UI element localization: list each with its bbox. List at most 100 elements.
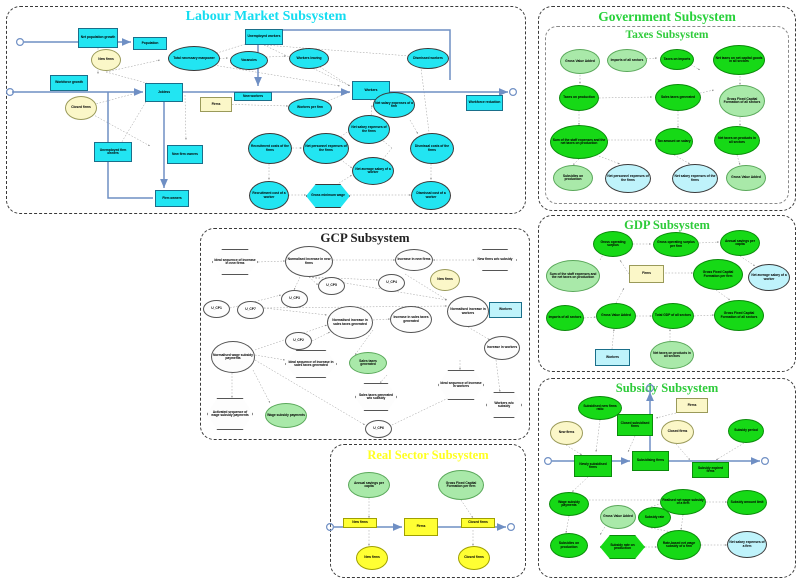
node-subsidy-16[interactable]: Rate-based net wage subsidy of a firm xyxy=(657,530,701,560)
node-taxes-12[interactable]: Net salary expenses of the firms xyxy=(672,164,718,193)
node-gcp-16[interactable]: Normalised wage subsidy payments xyxy=(211,341,255,373)
node-gdp-5[interactable]: Gross Fixed Capital Formation per firm xyxy=(693,259,743,290)
node-gcp-8[interactable]: Normalised increase in workers xyxy=(447,296,489,327)
node-gcp-5[interactable]: New firms xyxy=(430,269,460,291)
node-labour-4[interactable]: Total necessary manpower xyxy=(168,46,220,71)
node-real_sector-0[interactable]: Annual savings per capita xyxy=(348,472,390,498)
node-gcp-12[interactable]: Normalised increase in sales taxes gener… xyxy=(327,306,373,339)
node-labour-5[interactable]: Vacancies xyxy=(230,51,268,70)
node-gdp-11[interactable]: Workers xyxy=(595,349,630,366)
node-labour-18[interactable]: Unemployed firm owners xyxy=(94,142,132,162)
node-taxes-8[interactable]: Tax amount on salary xyxy=(655,128,693,155)
node-gcp-4[interactable]: U_CP4 xyxy=(378,274,405,292)
node-labour-9[interactable]: Jobless xyxy=(145,83,183,102)
node-labour-22[interactable]: Dismissal costs of the firms xyxy=(410,133,454,164)
node-gcp-7[interactable]: U_CP3 xyxy=(281,290,308,308)
node-subsidy-12[interactable]: Gross Value Added xyxy=(600,505,636,529)
node-gcp-18[interactable]: Sales taxes generated xyxy=(349,352,387,374)
node-real_sector-6[interactable]: Closed firms xyxy=(458,546,490,570)
node-labour-3[interactable]: New firms xyxy=(91,49,121,71)
node-real_sector-2[interactable]: New firms xyxy=(343,518,377,528)
node-labour-6[interactable]: Workers leaving xyxy=(289,48,329,69)
node-subsidy-14[interactable]: Subsidies on production xyxy=(550,533,588,558)
node-labour-15[interactable]: Workers per firm xyxy=(288,98,332,118)
node-labour-2[interactable]: Unemployed workers xyxy=(245,29,283,45)
node-subsidy-3[interactable]: Closed subsidised firms xyxy=(617,414,653,436)
node-labour-11[interactable]: New workers xyxy=(234,92,272,101)
node-subsidy-6[interactable]: Newly subsidised firms xyxy=(574,455,612,477)
node-gdp-8[interactable]: Gross Value Added xyxy=(596,303,636,329)
node-gcp-2[interactable]: Increase in new firms xyxy=(395,249,433,271)
node-labour-14[interactable]: Firms xyxy=(200,97,232,112)
node-gcp-1[interactable]: Normalised increase in new firms xyxy=(285,246,333,277)
node-labour-13[interactable]: Closed firms xyxy=(65,96,97,120)
node-subsidy-4[interactable]: Closed firms xyxy=(661,420,694,444)
node-gcp-21[interactable]: Activated sequence of wage subsidy payme… xyxy=(207,398,253,430)
node-gcp-17[interactable]: Ideal sequence of increase in sales taxe… xyxy=(285,350,337,378)
node-labour-12[interactable]: Workforce reduction xyxy=(466,95,503,111)
node-taxes-10[interactable]: Subsidies on production xyxy=(553,165,593,191)
node-gcp-11[interactable]: Workers xyxy=(489,302,522,318)
node-gcp-15[interactable]: Increase in workers xyxy=(484,336,520,360)
node-taxes-7[interactable]: Sum of the staff expenses and the net ta… xyxy=(550,125,608,159)
node-gcp-20[interactable]: Sales taxes generated w/o subsidy xyxy=(355,383,397,411)
node-labour-16[interactable]: Net salary expenses of a firm xyxy=(373,92,415,118)
node-labour-7[interactable]: Dismissed workers xyxy=(407,48,449,69)
node-taxes-9[interactable]: Net taxes on products in all sectors xyxy=(714,126,760,155)
node-taxes-1[interactable]: Imports of all sectors xyxy=(607,49,647,72)
node-real_sector-5[interactable]: New firms xyxy=(356,546,388,570)
node-gdp-6[interactable]: Net average salary of a worker xyxy=(748,264,790,291)
node-real_sector-4[interactable]: Closed firms xyxy=(461,518,495,528)
node-subsidy-1[interactable]: Firms xyxy=(676,398,708,413)
node-gcp-24[interactable]: U_CP6 xyxy=(365,420,392,438)
node-taxes-0[interactable]: Gross Value Added xyxy=(560,49,600,74)
node-labour-24[interactable]: Firm owners xyxy=(155,190,189,207)
node-subsidy-8[interactable]: Subsidy expired firms xyxy=(692,462,729,478)
node-gcp-13[interactable]: Increase in sales taxes generated xyxy=(390,306,432,333)
node-gdp-12[interactable]: Net taxes on products in all sectors xyxy=(650,341,694,369)
node-gcp-10[interactable]: U_CP7 xyxy=(237,301,264,319)
node-labour-8[interactable]: Workforce growth xyxy=(50,75,88,91)
node-labour-27[interactable]: Dismissal cost of a worker xyxy=(411,181,451,210)
node-gcp-22[interactable]: Wage subsidy payments xyxy=(265,403,307,428)
node-gcp-6[interactable]: U_CP5 xyxy=(318,277,345,295)
node-taxes-3[interactable]: Net taxes on net capital goods in all se… xyxy=(713,45,765,75)
node-labour-25[interactable]: Recruitment cost of a worker xyxy=(249,181,289,210)
node-labour-20[interactable]: Recruitment costs of the firms xyxy=(248,133,292,164)
node-labour-0[interactable]: Net population growth xyxy=(78,28,118,48)
node-gdp-7[interactable]: Imports of all sectors xyxy=(546,305,584,331)
node-labour-1[interactable]: Population xyxy=(133,37,167,50)
node-taxes-4[interactable]: Taxes on production xyxy=(559,85,599,111)
node-gcp-9[interactable]: U_CP1 xyxy=(203,300,230,318)
node-labour-23[interactable]: Net average salary of a worker xyxy=(352,157,394,185)
node-gdp-2[interactable]: Annual savings per capita xyxy=(720,230,760,256)
node-subsidy-0[interactable]: Subsidised new firms ratio xyxy=(578,396,622,420)
node-gcp-23[interactable]: Workers w/o subsidy xyxy=(486,392,522,418)
node-labour-26[interactable]: Gross minimum wage xyxy=(306,184,350,208)
node-real_sector-1[interactable]: Gross Fixed Capital Formation per firm xyxy=(438,470,484,500)
node-gcp-0[interactable]: Ideal sequence of increase in new firms xyxy=(212,249,258,275)
node-gdp-9[interactable]: Total GDP of all sectors xyxy=(652,303,694,329)
node-real_sector-3[interactable]: Firms xyxy=(404,518,438,536)
node-gdp-0[interactable]: Gross operating surplus xyxy=(593,231,633,257)
node-labour-17[interactable]: Net salary expenses of the firms xyxy=(348,115,390,144)
node-gcp-14[interactable]: U_CP2 xyxy=(285,332,312,350)
node-gdp-4[interactable]: Firms xyxy=(629,265,664,283)
node-subsidy-15[interactable]: Subsidy rate on production xyxy=(600,535,645,559)
node-subsidy-11[interactable]: Subsidy amount limit xyxy=(727,490,767,515)
node-subsidy-7[interactable]: Subsidising firms xyxy=(632,451,669,471)
node-gdp-1[interactable]: Gross operating surplus per firm xyxy=(653,232,699,257)
node-taxes-5[interactable]: Sales taxes generated xyxy=(655,84,701,111)
node-taxes-6[interactable]: Gross Fixed Capital Formation of all sec… xyxy=(719,85,765,117)
node-taxes-2[interactable]: Taxes on imports xyxy=(660,49,694,70)
node-subsidy-9[interactable]: Wage subsidy payments xyxy=(549,492,589,516)
node-labour-19[interactable]: New firm owners xyxy=(167,145,203,164)
node-subsidy-2[interactable]: New firms xyxy=(550,421,583,445)
node-gdp-10[interactable]: Gross Fixed Capital Formation of all sec… xyxy=(714,300,764,331)
node-taxes-13[interactable]: Gross Value Added xyxy=(726,165,766,191)
node-subsidy-5[interactable]: Subsidy period xyxy=(728,419,764,443)
node-gcp-19[interactable]: Ideal sequence of increase in workers xyxy=(438,370,484,400)
node-labour-21[interactable]: Net personnel expenses of the firms xyxy=(303,133,349,164)
node-subsidy-17[interactable]: Net salary expenses of a firm xyxy=(727,531,767,558)
node-taxes-11[interactable]: Net personnel expenses of the firms xyxy=(605,164,651,193)
